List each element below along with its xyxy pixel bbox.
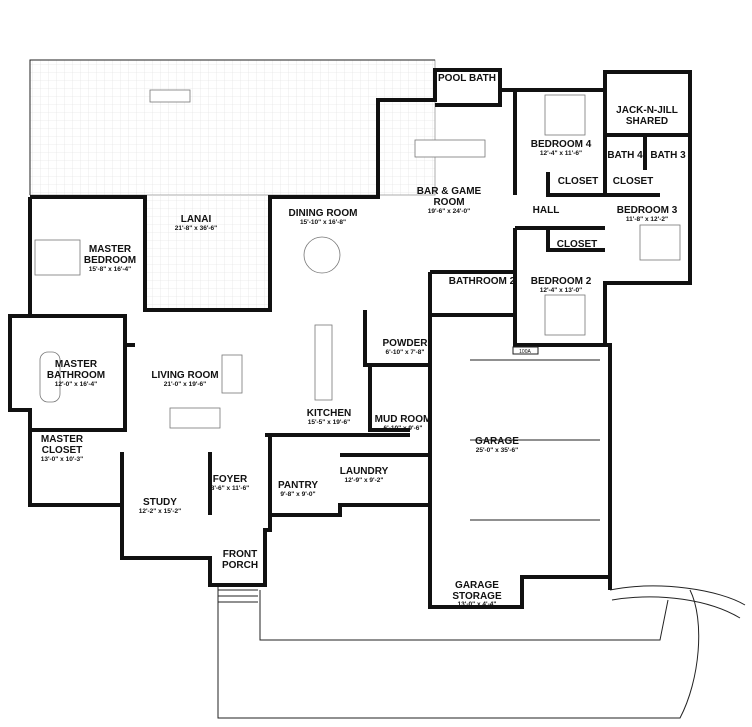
pool-bath-label: POOL BATH bbox=[438, 73, 496, 84]
lanai-label: LANAI bbox=[181, 214, 212, 225]
bath4-label: BATH 4 bbox=[607, 150, 643, 161]
bedroom3-dims: 11'-8" x 12'-2" bbox=[626, 216, 668, 223]
study-dims: 12'-2" x 15'-2" bbox=[139, 508, 182, 515]
master-bathroom-dims: 12'-0" x 16'-4" bbox=[55, 381, 98, 388]
bedroom3-label: BEDROOM 3 bbox=[617, 205, 678, 216]
master-bedroom-label-1: MASTER bbox=[89, 244, 132, 255]
bathroom2-label: BATHROOM 2 bbox=[449, 276, 516, 287]
kitchen-dims: 15'-5" x 19'-6" bbox=[308, 419, 351, 426]
pantry-label: PANTRY bbox=[278, 480, 318, 491]
master-closet-label-2: CLOSET bbox=[42, 445, 83, 456]
bedroom4-dims: 12'-4" x 11'-6" bbox=[540, 150, 582, 157]
front-porch-label-2: PORCH bbox=[222, 560, 258, 571]
living-room-label: LIVING ROOM bbox=[151, 370, 218, 381]
garage-storage-dims: 13'-0" x 4'-4" bbox=[458, 601, 497, 608]
mud-room-label: MUD ROOM bbox=[375, 414, 432, 425]
dining-room-dims: 15'-10" x 16'-8" bbox=[300, 219, 346, 226]
master-bathroom-label-1: MASTER bbox=[55, 359, 98, 370]
living-room-dims: 21'-0" x 19'-6" bbox=[164, 381, 207, 388]
garage-dims: 25'-0" x 35'-6" bbox=[476, 447, 519, 454]
closet-b3-label: CLOSET bbox=[613, 176, 654, 187]
bath3-label: BATH 3 bbox=[650, 150, 686, 161]
master-bathroom-label-2: BATHROOM bbox=[47, 370, 105, 381]
walls bbox=[8, 68, 692, 609]
mud-room-dims: 6'-10" x 9'-6" bbox=[384, 425, 423, 432]
bedroom4-label: BEDROOM 4 bbox=[531, 139, 592, 150]
jack-n-jill-label-1: JACK-N-JILL bbox=[616, 105, 678, 116]
closet-b4-label: CLOSET bbox=[558, 176, 599, 187]
lanai-dims: 21'-8" x 36'-6" bbox=[175, 225, 218, 232]
bar-game-label-2: ROOM bbox=[433, 197, 464, 208]
garage-storage-label-1: GARAGE bbox=[455, 580, 499, 591]
master-bedroom-label-2: BEDROOM bbox=[84, 255, 136, 266]
front-porch-label-1: FRONT bbox=[223, 549, 257, 560]
bar-game-label-1: BAR & GAME bbox=[417, 186, 482, 197]
foyer-label: FOYER bbox=[213, 474, 248, 485]
laundry-label: LAUNDRY bbox=[340, 466, 389, 477]
study-label: STUDY bbox=[143, 497, 177, 508]
furniture: 100A bbox=[34, 89, 681, 521]
dining-room-label: DINING ROOM bbox=[289, 208, 358, 219]
garage-label: GARAGE bbox=[475, 436, 519, 447]
lanai-area bbox=[29, 59, 436, 310]
bar-game-dims: 19'-6" x 24'-0" bbox=[428, 208, 471, 215]
room-labels: POOL BATH LANAI 21'-8" x 36'-6" MASTER B… bbox=[41, 73, 686, 608]
pantry-dims: 9'-8" x 9'-0" bbox=[280, 491, 315, 498]
hall-label: HALL bbox=[533, 205, 560, 216]
bedroom2-label: BEDROOM 2 bbox=[531, 276, 592, 287]
master-bedroom-dims: 15'-8" x 16'-4" bbox=[89, 266, 132, 273]
powder-dims: 6'-10" x 7'-8" bbox=[386, 349, 425, 356]
kitchen-label: KITCHEN bbox=[307, 408, 351, 419]
master-closet-label-1: MASTER bbox=[41, 434, 84, 445]
laundry-dims: 12'-9" x 9'-2" bbox=[345, 477, 384, 484]
garage-storage-label-2: STORAGE bbox=[452, 591, 502, 602]
door-tag: 100A bbox=[519, 349, 531, 355]
closet-b2-label: CLOSET bbox=[557, 239, 598, 250]
driveway-outline bbox=[217, 585, 746, 719]
master-closet-dims: 13'-0" x 10'-3" bbox=[41, 456, 84, 463]
powder-label: POWDER bbox=[383, 338, 429, 349]
foyer-dims: 8'-6" x 11'-6" bbox=[211, 485, 250, 492]
jack-n-jill-label-2: SHARED bbox=[626, 116, 668, 127]
bedroom2-dims: 12'-4" x 13'-0" bbox=[540, 287, 583, 294]
